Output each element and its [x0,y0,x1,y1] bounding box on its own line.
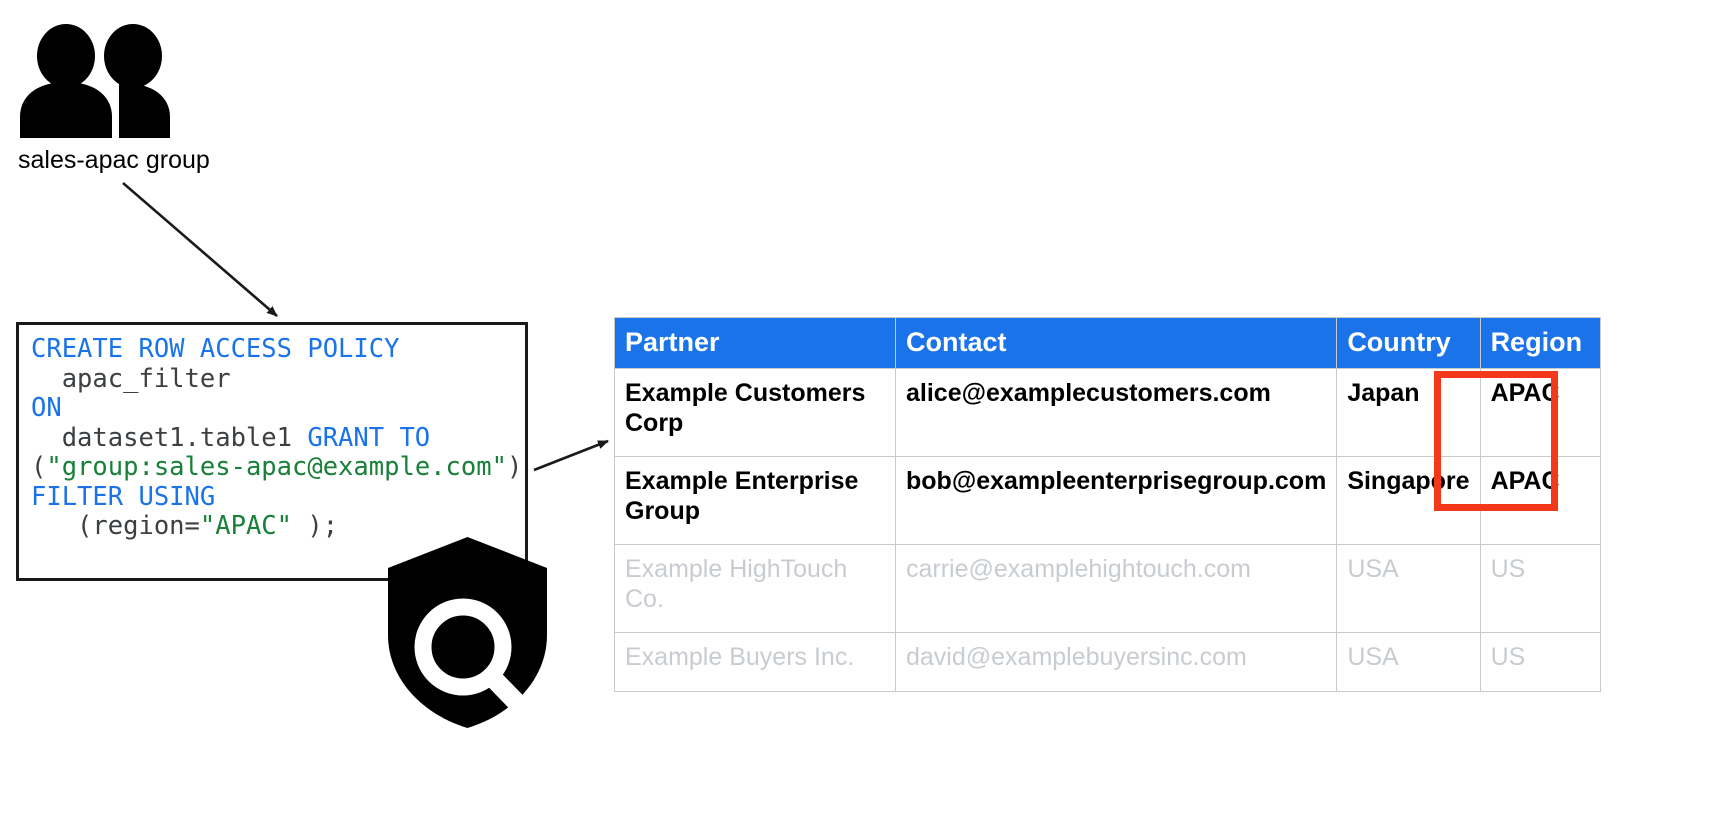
column-header-contact[interactable]: Contact [894,316,1338,370]
people-group-icon [20,24,170,138]
table-row[interactable]: Example Buyers Inc. david@examplebuyersi… [614,632,1601,692]
cell-country: USA [1336,544,1481,634]
cell-region: US [1479,544,1601,634]
partner-table: Partner Contact Country Region Example C… [614,316,1601,692]
table-row[interactable]: Example HighTouch Co. carrie@examplehigh… [614,544,1601,634]
cell-contact: alice@examplecustomers.com [894,368,1338,458]
table-row[interactable]: Example Customers Corp alice@examplecust… [614,368,1601,458]
row-access-policy-code-box: CREATE ROW ACCESS POLICY apac_filter ON … [16,322,528,581]
column-header-region[interactable]: Region [1479,316,1601,370]
cell-region: APAC [1479,456,1601,546]
cell-partner: Example Buyers Inc. [614,632,896,692]
group-node: sales-apac group [18,22,278,175]
cell-country: USA [1336,632,1481,692]
cell-contact: bob@exampleenterprisegroup.com [894,456,1338,546]
arrow-group-to-policy [122,182,278,317]
sql-code: CREATE ROW ACCESS POLICY apac_filter ON … [31,334,523,541]
group-label: sales-apac group [18,146,210,174]
cell-region: APAC [1479,368,1601,458]
cell-partner: Example Customers Corp [614,368,896,458]
cell-country: Japan [1336,368,1481,458]
table-row[interactable]: Example Enterprise Group bob@exampleente… [614,456,1601,546]
column-header-partner[interactable]: Partner [614,316,896,370]
cell-region: US [1479,632,1601,692]
partner-table-container: Partner Contact Country Region Example C… [614,316,1601,692]
column-header-country[interactable]: Country [1336,316,1481,370]
cell-partner: Example HighTouch Co. [614,544,896,634]
shield-search-icon [388,537,547,728]
cell-contact: carrie@examplehightouch.com [894,544,1338,634]
cell-country: Singapore [1336,456,1481,546]
table-header-row: Partner Contact Country Region [614,316,1601,370]
arrow-policy-to-table [533,439,609,472]
cell-partner: Example Enterprise Group [614,456,896,546]
cell-contact: david@examplebuyersinc.com [894,632,1338,692]
